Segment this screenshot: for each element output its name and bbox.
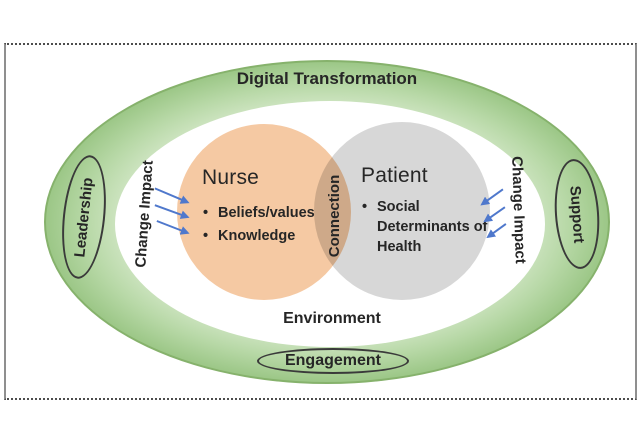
change-impact-right-label: Change Impact xyxy=(508,155,529,265)
connection-label: Connection xyxy=(326,174,343,258)
nurse-title: Nurse xyxy=(202,166,260,189)
leadership-label: Leadership xyxy=(71,176,97,258)
environment-label: Environment xyxy=(283,310,381,327)
engagement-label: Engagement xyxy=(284,352,381,369)
support-label: Support xyxy=(566,184,588,244)
nurse-bullet-item: Knowledge xyxy=(203,225,315,248)
diagram-frame: Digital Transformation Leadership Suppor… xyxy=(4,43,637,400)
nurse-bullet-list: Beliefs/values Knowledge xyxy=(203,202,315,248)
patient-title: Patient xyxy=(361,164,428,187)
digital-transformation-label: Digital Transformation xyxy=(236,69,418,88)
engagement-badge: Engagement xyxy=(257,348,409,374)
patient-bullet-item: Social Determinants of Health xyxy=(362,197,492,257)
patient-bullet-list: Social Determinants of Health xyxy=(362,197,492,257)
nurse-bullet-item: Beliefs/values xyxy=(203,202,315,225)
